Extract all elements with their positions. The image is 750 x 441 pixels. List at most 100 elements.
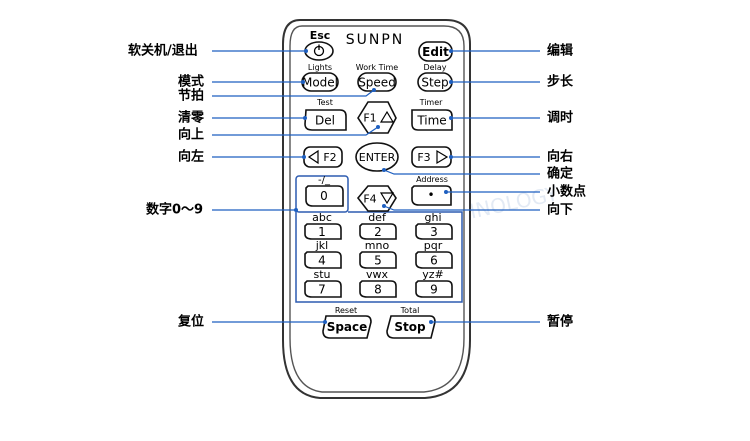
callout-pause: 暂停 bbox=[429, 314, 573, 330]
callout-digits: 数字0～9 bbox=[146, 202, 298, 218]
work-time-label: Work Time bbox=[356, 63, 398, 72]
digit-1-label: 1 bbox=[318, 225, 326, 239]
svg-text:数字0～9: 数字0～9 bbox=[146, 202, 203, 218]
svg-text:小数点: 小数点 bbox=[547, 184, 586, 200]
digit-1-button[interactable]: 1 bbox=[304, 223, 342, 240]
callout-edit: 编辑 bbox=[449, 43, 573, 59]
digit-bracket-grid bbox=[295, 211, 463, 303]
digit-4-button[interactable]: 4 bbox=[304, 251, 342, 269]
decimal-point-button[interactable]: • bbox=[411, 185, 452, 206]
stop-button[interactable]: Stop bbox=[386, 315, 436, 339]
stop-label: Stop bbox=[394, 320, 426, 334]
f2-label: F2 bbox=[323, 151, 336, 164]
callout-reset: 复位 bbox=[177, 314, 327, 330]
callout-step-length: 步长 bbox=[449, 74, 574, 90]
svg-text:向左: 向左 bbox=[178, 149, 204, 165]
svg-text:模式: 模式 bbox=[178, 74, 204, 90]
f3-right-button[interactable]: F3 bbox=[411, 146, 452, 168]
digit-5-label: 5 bbox=[374, 254, 382, 268]
step-button[interactable]: Step bbox=[417, 72, 453, 92]
total-label: Total bbox=[400, 306, 420, 315]
power-button[interactable] bbox=[304, 41, 334, 61]
digit-0-button[interactable]: 0 bbox=[305, 185, 344, 207]
digit-5-letters: mno bbox=[365, 239, 390, 252]
digit-5-button[interactable]: 5 bbox=[359, 251, 397, 269]
edit-label: Edit bbox=[422, 45, 449, 59]
callout-confirm: 确定 bbox=[382, 166, 573, 182]
esc-label: Esc bbox=[310, 29, 331, 42]
svg-text:暂停: 暂停 bbox=[547, 314, 573, 330]
model-label: Model bbox=[302, 76, 338, 90]
digit-2-label: 2 bbox=[374, 225, 382, 239]
del-button[interactable]: Del bbox=[304, 109, 347, 131]
callout-up: 向上 bbox=[178, 125, 380, 143]
time-label: Time bbox=[416, 114, 446, 128]
svg-text:清零: 清零 bbox=[178, 110, 205, 126]
digit-8-letters: vwx bbox=[366, 268, 389, 281]
digit-bracket-zero bbox=[295, 175, 349, 213]
callout-right: 向右 bbox=[449, 149, 573, 165]
step-label: Step bbox=[421, 76, 448, 90]
digit-4-label: 4 bbox=[318, 254, 326, 268]
zero-top-label: -/_ bbox=[318, 175, 331, 186]
digit-7-button[interactable]: 7 bbox=[304, 280, 342, 298]
callout-decimal: 小数点 bbox=[444, 184, 586, 200]
enter-button[interactable]: ENTER bbox=[355, 142, 399, 172]
up-triangle-icon bbox=[379, 110, 395, 123]
digit-9-label: 9 bbox=[430, 283, 438, 297]
digit-6-letters: pqr bbox=[424, 239, 443, 252]
left-triangle-icon bbox=[307, 149, 319, 165]
digit-1-letters: abc bbox=[312, 211, 332, 224]
callout-down: 向下 bbox=[382, 202, 573, 218]
digit-3-button[interactable]: 3 bbox=[415, 223, 453, 240]
callout-timing: 调时 bbox=[449, 110, 573, 126]
edit-button[interactable]: Edit bbox=[418, 41, 453, 62]
f3-label: F3 bbox=[417, 151, 430, 164]
digit-7-label: 7 bbox=[318, 283, 326, 297]
digit-8-label: 8 bbox=[374, 283, 382, 297]
svg-text:步长: 步长 bbox=[547, 74, 574, 90]
f1-label: F1 bbox=[363, 112, 376, 125]
lights-label: Lights bbox=[308, 63, 332, 72]
f4-label: F4 bbox=[363, 193, 376, 206]
digit-2-letters: def bbox=[368, 211, 387, 224]
f2-left-button[interactable]: F2 bbox=[303, 146, 343, 168]
enter-label: ENTER bbox=[359, 151, 396, 164]
svg-text:调时: 调时 bbox=[547, 110, 573, 126]
remote-inner-outline bbox=[289, 25, 465, 393]
address-label: Address bbox=[416, 175, 448, 184]
f4-down-button[interactable]: F4 bbox=[356, 185, 397, 212]
svg-text:编辑: 编辑 bbox=[547, 43, 573, 59]
digit-4-letters: jkl bbox=[315, 239, 328, 252]
digit-9-letters: yz# bbox=[422, 268, 444, 281]
svg-text:向上: 向上 bbox=[178, 127, 204, 143]
digit-7-letters: stu bbox=[313, 268, 330, 281]
svg-text:复位: 复位 bbox=[177, 314, 204, 330]
callout-beat: 节拍 bbox=[178, 88, 376, 104]
digit-9-button[interactable]: 9 bbox=[415, 280, 453, 298]
svg-text:向下: 向下 bbox=[547, 202, 573, 218]
digit-3-label: 3 bbox=[430, 225, 438, 239]
digit-3-letters: ghi bbox=[424, 211, 441, 224]
digit-6-button[interactable]: 6 bbox=[415, 251, 453, 269]
space-button[interactable]: Space bbox=[322, 315, 372, 339]
speed-label: Speed bbox=[358, 76, 396, 90]
svg-text:向右: 向右 bbox=[547, 149, 573, 165]
reset-label: Reset bbox=[335, 306, 357, 315]
timer-label: Timer bbox=[419, 98, 444, 107]
test-label: Test bbox=[316, 98, 333, 107]
digit-6-label: 6 bbox=[430, 254, 438, 268]
speed-button[interactable]: Speed bbox=[357, 72, 397, 92]
time-button[interactable]: Time bbox=[411, 109, 453, 131]
delay-label: Delay bbox=[424, 63, 447, 72]
model-button[interactable]: Model bbox=[301, 72, 339, 92]
svg-text:软关机/退出: 软关机/退出 bbox=[128, 43, 198, 59]
down-triangle-icon bbox=[379, 192, 395, 205]
callout-mode: 模式 bbox=[178, 74, 305, 90]
del-label: Del bbox=[315, 114, 335, 128]
digit-2-button[interactable]: 2 bbox=[359, 223, 397, 240]
digit-8-button[interactable]: 8 bbox=[359, 280, 397, 298]
right-triangle-icon bbox=[436, 149, 449, 165]
callout-clear: 清零 bbox=[178, 110, 307, 126]
